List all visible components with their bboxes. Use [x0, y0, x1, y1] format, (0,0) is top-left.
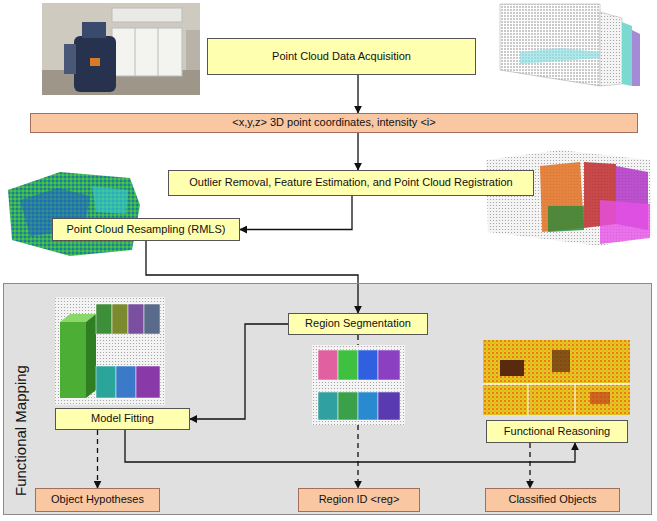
process-box: Outlier Removal, Feature Estimation, and…	[168, 170, 534, 196]
panel-label: Functional Mapping	[12, 365, 29, 496]
region-patch	[338, 392, 358, 420]
scene-edge	[575, 384, 576, 415]
photo-wall	[42, 3, 200, 95]
photo-door	[186, 30, 200, 70]
region-patch	[318, 392, 338, 420]
cloud-patch	[540, 162, 584, 232]
flow-arrow	[190, 324, 288, 419]
cloud-patch	[548, 206, 584, 232]
photo-cabinet-line	[158, 28, 159, 76]
region-patch	[358, 392, 378, 420]
region-ground	[312, 345, 405, 425]
scan-sheet	[622, 22, 632, 86]
photo-object	[90, 58, 100, 66]
base-cabinet	[136, 366, 160, 398]
scene-handle	[590, 392, 610, 404]
box-label: Region ID <reg>	[319, 493, 400, 506]
dashed-arrow	[529, 443, 530, 488]
scene-edge	[483, 383, 630, 385]
wall-cabinet	[112, 304, 128, 334]
cloud-patch	[92, 186, 128, 214]
flow-arrow	[240, 196, 352, 230]
region-patch	[338, 350, 358, 380]
raw-point-cloud	[500, 4, 640, 86]
photo-robot	[74, 36, 116, 92]
data-band: <x,y,z> 3D point coordinates, intensity …	[30, 113, 638, 133]
tall-cabinet	[60, 322, 86, 398]
scan-sheet	[520, 48, 600, 64]
dashed-arrow	[97, 430, 98, 488]
base-cabinet	[96, 366, 116, 398]
scan-sheet	[600, 12, 622, 86]
process-box: Model Fitting	[55, 408, 190, 430]
output-box: Classified Objects	[485, 488, 620, 512]
photo-shelf	[112, 8, 182, 22]
box-label: Functional Reasoning	[504, 425, 610, 438]
box-label: Model Fitting	[91, 412, 154, 425]
lab-photo	[42, 3, 200, 95]
photo-robot-head	[82, 22, 106, 38]
scan-sheet	[632, 30, 640, 86]
box-label: Classified Objects	[508, 493, 596, 506]
process-box: Point Cloud Data Acquisition	[207, 38, 476, 75]
wall-cabinet	[96, 304, 112, 334]
scene-appliance	[552, 350, 570, 372]
base-cabinet	[116, 366, 136, 398]
segmented-regions	[312, 345, 405, 425]
photo-cabinet-line	[135, 28, 136, 76]
region-patch	[378, 350, 400, 380]
region-patch	[378, 392, 400, 420]
scan-sheet	[500, 4, 600, 86]
process-box: Point Cloud Resampling (RMLS)	[52, 218, 240, 241]
wall-cabinet	[144, 304, 160, 334]
region-patch	[358, 350, 378, 380]
box-label: Object Hypotheses	[51, 493, 144, 506]
process-box: Functional Reasoning	[486, 420, 628, 443]
output-box: Object Hypotheses	[35, 488, 160, 512]
box-label: <x,y,z> 3D point coordinates, intensity …	[232, 116, 435, 129]
box-label: Region Segmentation	[305, 317, 411, 330]
registered-cloud-right	[486, 150, 652, 246]
process-box: Region Segmentation	[288, 313, 428, 335]
output-box: Region ID <reg>	[298, 488, 420, 512]
flow-arrow	[357, 133, 358, 170]
scene-appliance	[500, 360, 524, 376]
wall-cabinet	[128, 304, 144, 334]
cloud-patch	[8, 172, 140, 256]
model-ground	[55, 297, 165, 405]
flow-arrow	[146, 241, 358, 313]
group-panel: Functional Mapping Region SegmentationMod…	[3, 283, 652, 515]
panel-fill	[3, 283, 652, 515]
cloud-patch	[486, 150, 652, 246]
box-label: Point Cloud Data Acquisition	[272, 50, 411, 63]
photo-robot-arm	[64, 44, 76, 74]
cabinet-side	[86, 314, 96, 398]
region-patch	[318, 350, 338, 380]
scene-cloud	[483, 340, 630, 415]
registered-cloud-left	[8, 172, 140, 256]
scene-edge	[528, 384, 529, 415]
box-label: Point Cloud Resampling (RMLS)	[67, 223, 226, 236]
photo-cabinet	[112, 28, 182, 76]
flow-arrow	[357, 75, 358, 113]
reasoned-scene	[483, 340, 630, 415]
box-label: Outlier Removal, Feature Estimation, and…	[189, 176, 512, 189]
cloud-patch	[600, 200, 650, 244]
fitted-models	[55, 297, 165, 405]
